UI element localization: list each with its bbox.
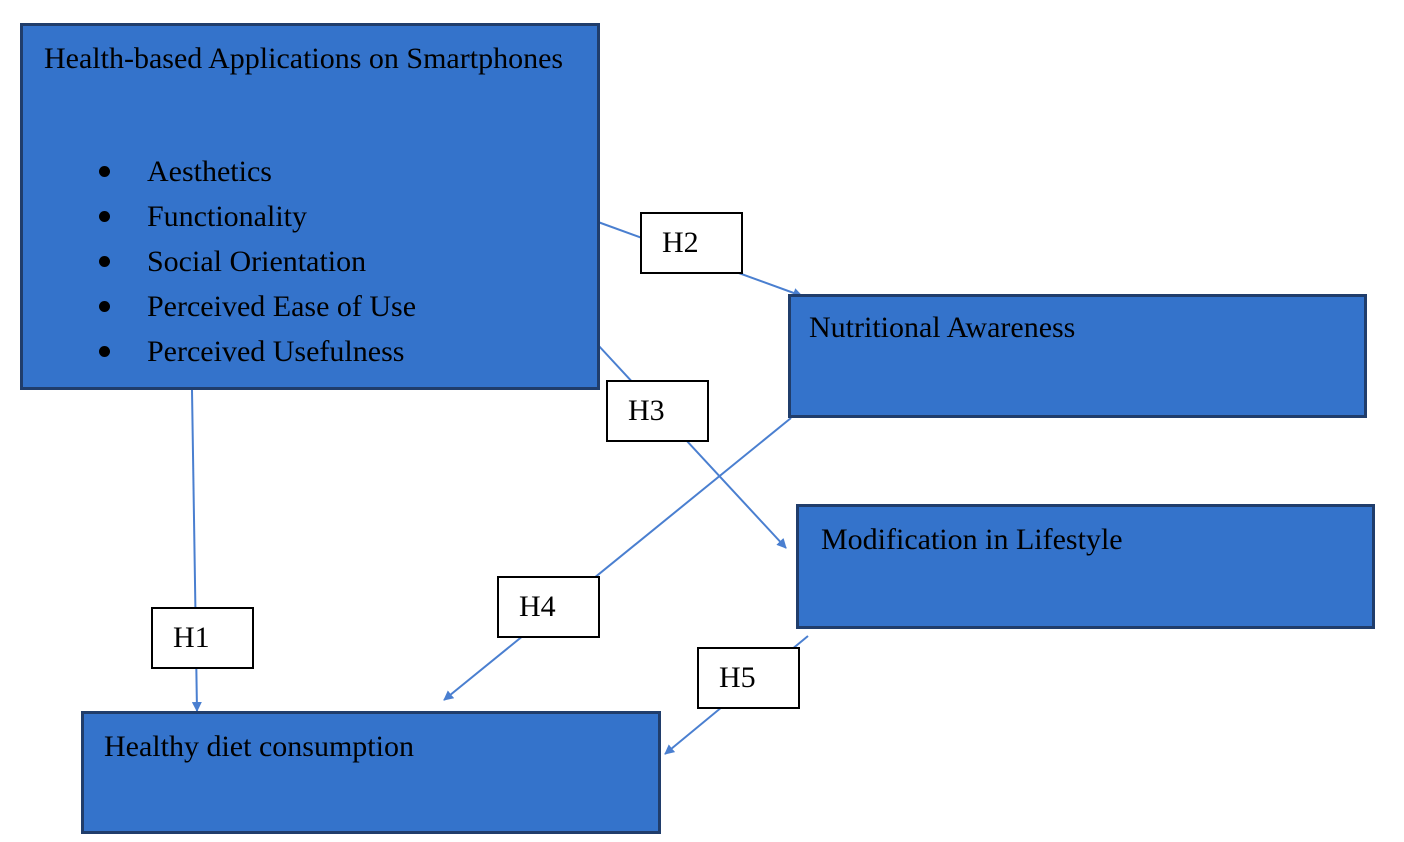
hypothesis-label-h3: H3 — [606, 380, 709, 442]
feature-label: Functionality — [147, 200, 307, 233]
bullet-icon — [99, 301, 110, 312]
feature-label: Perceived Ease of Use — [147, 290, 417, 323]
hypothesis-label-h5: H5 — [697, 647, 800, 709]
lifestyle-modification-title: Modification in Lifestyle — [821, 523, 1123, 556]
list-item: Perceived Usefulness — [93, 329, 416, 374]
health-apps-box: Health-based Applications on Smartphones… — [20, 23, 600, 390]
nutritional-awareness-title: Nutritional Awareness — [809, 311, 1076, 344]
bullet-icon — [99, 346, 110, 357]
bullet-icon — [99, 166, 110, 177]
bullet-icon — [99, 211, 110, 222]
list-item: Aesthetics — [93, 149, 416, 194]
feature-label: Aesthetics — [147, 155, 272, 188]
list-item: Perceived Ease of Use — [93, 284, 416, 329]
healthy-diet-box: Healthy diet consumption — [81, 711, 661, 834]
healthy-diet-title: Healthy diet consumption — [104, 730, 414, 763]
feature-label: Perceived Usefulness — [147, 335, 405, 368]
list-item: Functionality — [93, 194, 416, 239]
lifestyle-modification-box: Modification in Lifestyle — [796, 504, 1375, 629]
feature-label: Social Orientation — [147, 245, 367, 278]
nutritional-awareness-box: Nutritional Awareness — [788, 294, 1367, 418]
bullet-icon — [99, 256, 110, 267]
health-apps-feature-list: Aesthetics Functionality Social Orientat… — [93, 149, 416, 374]
hypothesis-label-h1: H1 — [151, 607, 254, 669]
arrow-h3 — [597, 344, 787, 549]
hypothesis-label-h2: H2 — [640, 212, 743, 274]
hypothesis-label-h4: H4 — [497, 576, 600, 638]
list-item: Social Orientation — [93, 239, 416, 284]
arrow-h4 — [443, 417, 792, 701]
health-apps-title: Health-based Applications on Smartphones — [44, 42, 564, 75]
